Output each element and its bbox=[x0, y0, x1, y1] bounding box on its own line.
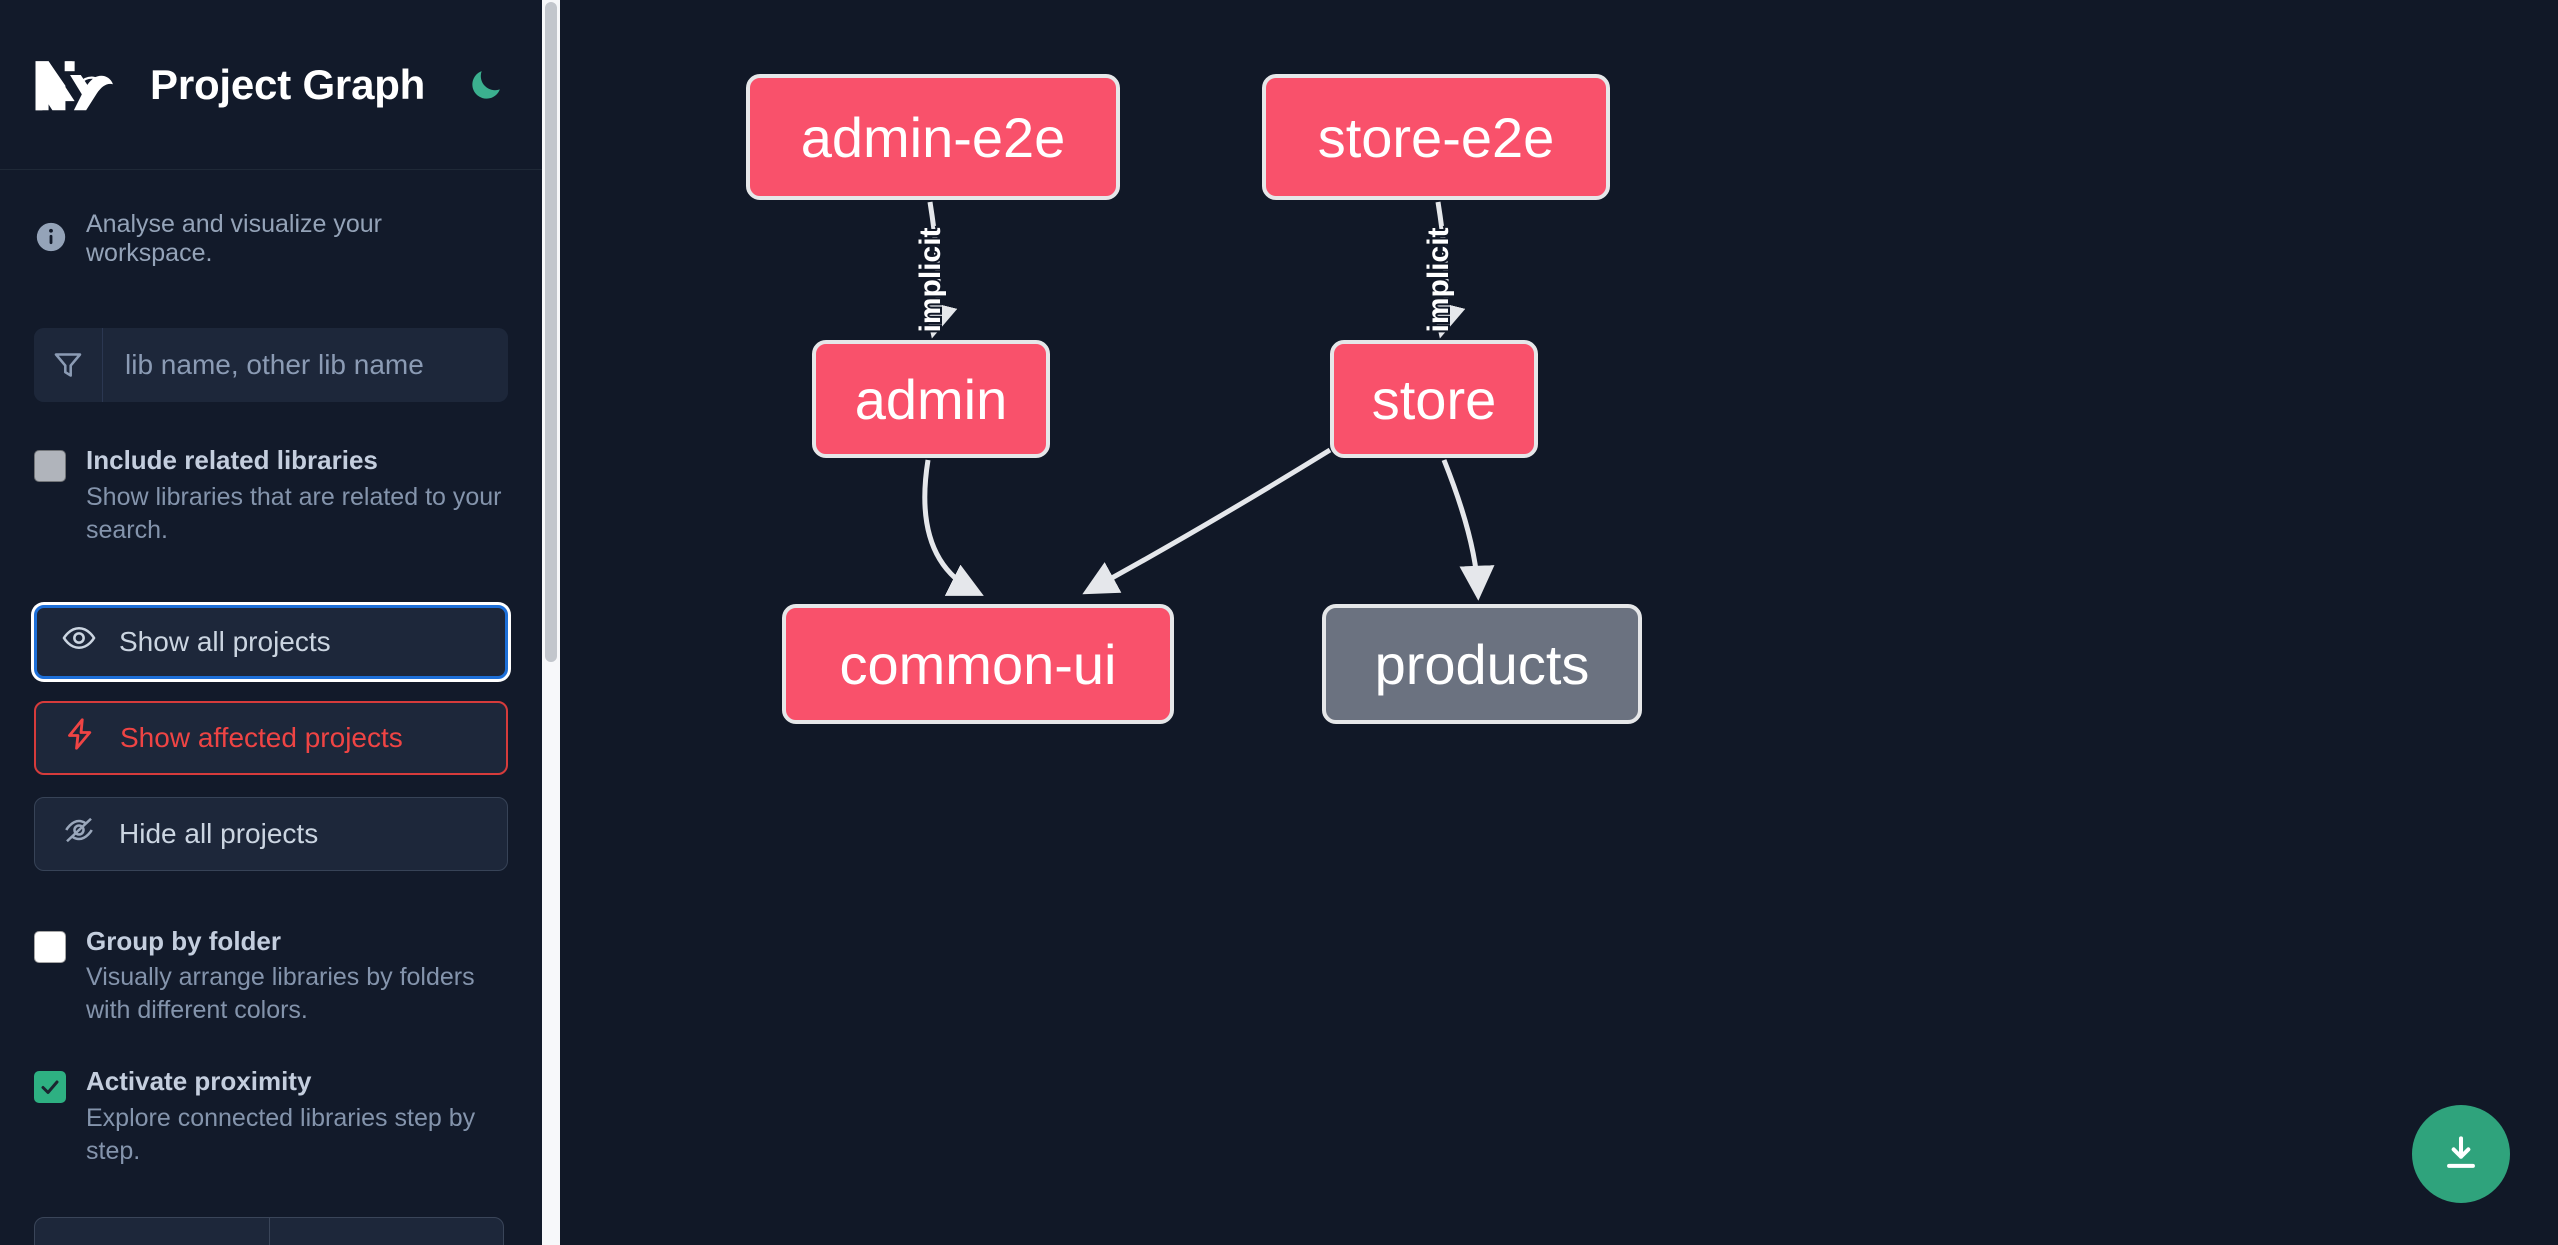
activate-proximity-label: Activate proximity bbox=[86, 1066, 312, 1096]
edge-admin-e2e-admin bbox=[923, 201, 958, 339]
proximity-stepper-group[interactable] bbox=[34, 1217, 504, 1245]
include-related-libraries-label: Include related libraries bbox=[86, 445, 378, 475]
sidebar-scrollbar-thumb[interactable] bbox=[545, 2, 557, 662]
search-input[interactable] bbox=[103, 328, 508, 402]
graph-node-products-label: products bbox=[1374, 632, 1590, 696]
sidebar-scrollbar[interactable] bbox=[542, 0, 560, 1245]
graph-node-admin-e2e-label: admin-e2e bbox=[800, 105, 1066, 169]
graph-node-common-ui-label: common-ui bbox=[839, 632, 1117, 696]
stepper-divider bbox=[269, 1218, 270, 1245]
graph-node-common-ui[interactable]: common-ui bbox=[782, 604, 1174, 724]
sidebar-tagline-text: Analyse and visualize your workspace. bbox=[86, 210, 382, 267]
page-title: Project Graph bbox=[150, 60, 426, 108]
checkbox-include-related-libraries[interactable]: Include related libraries Show libraries… bbox=[0, 444, 542, 547]
sidebar-tagline: Analyse and visualize your workspace. bbox=[0, 170, 542, 268]
show-affected-projects-button[interactable]: Show affected projects bbox=[34, 700, 508, 775]
checkbox-activate-proximity[interactable]: Activate proximity Explore connected lib… bbox=[0, 1065, 542, 1168]
graph-node-store-e2e[interactable]: store-e2e bbox=[1262, 74, 1610, 200]
sidebar-header: Project Graph bbox=[0, 0, 542, 170]
download-icon bbox=[2447, 1136, 2475, 1168]
graph-node-admin[interactable]: admin bbox=[812, 340, 1050, 458]
activate-proximity-description: Explore connected libraries step by step… bbox=[86, 1103, 476, 1165]
edge-label-implicit-admin: implicit bbox=[914, 227, 947, 332]
graph-node-store-label: store bbox=[1371, 367, 1497, 431]
show-all-projects-button[interactable]: Show all projects bbox=[34, 604, 508, 679]
graph-edges-layer: implicit implicit bbox=[912, 201, 1495, 601]
sidebar: Project Graph Analyse and visualize your… bbox=[0, 0, 560, 1245]
group-by-folder-description: Visually arrange libraries by folders wi… bbox=[86, 963, 475, 1024]
checkbox-group-by-folder[interactable]: Group by folder Visually arrange librari… bbox=[0, 925, 542, 1028]
eye-off-icon bbox=[61, 812, 97, 855]
filter-icon[interactable] bbox=[34, 328, 103, 402]
graph-node-store[interactable]: store bbox=[1330, 340, 1538, 458]
group-by-folder-checkbox[interactable] bbox=[34, 930, 66, 963]
graph-node-admin-label: admin bbox=[854, 367, 1008, 431]
activate-proximity-checkbox[interactable] bbox=[34, 1071, 66, 1103]
edge-store-e2e-store bbox=[1431, 201, 1466, 339]
include-related-libraries-checkbox[interactable] bbox=[34, 450, 66, 482]
hide-all-projects-label: Hide all projects bbox=[119, 817, 319, 849]
edge-admin-common-ui bbox=[922, 459, 984, 596]
download-graph-button[interactable] bbox=[2412, 1105, 2510, 1203]
hide-all-projects-button[interactable]: Hide all projects bbox=[34, 796, 508, 871]
project-graph-canvas[interactable]: implicit implicit admin-e2e store-e2e ad… bbox=[560, 0, 2558, 1245]
nx-logo bbox=[34, 56, 126, 114]
edge-label-implicit-store: implicit bbox=[1422, 227, 1455, 332]
lightning-icon bbox=[62, 716, 98, 759]
graph-node-admin-e2e[interactable]: admin-e2e bbox=[746, 74, 1120, 200]
show-all-projects-label: Show all projects bbox=[119, 625, 331, 657]
edge-store-common-ui bbox=[1082, 447, 1332, 595]
group-by-folder-label: Group by folder bbox=[86, 925, 281, 956]
include-related-libraries-description: Show libraries that are related to your … bbox=[86, 482, 502, 544]
show-affected-projects-label: Show affected projects bbox=[120, 721, 403, 753]
edge-store-products bbox=[1441, 459, 1495, 601]
project-visibility-buttons: Show all projects Show affected projects bbox=[34, 604, 508, 871]
graph-node-store-e2e-label: store-e2e bbox=[1317, 105, 1555, 169]
sidebar-scroll-area[interactable]: Project Graph Analyse and visualize your… bbox=[0, 0, 560, 1245]
moon-icon[interactable] bbox=[463, 62, 508, 108]
search-bar bbox=[34, 328, 508, 402]
info-icon bbox=[34, 220, 68, 259]
graph-node-products[interactable]: products bbox=[1322, 604, 1642, 724]
eye-icon bbox=[61, 620, 97, 663]
